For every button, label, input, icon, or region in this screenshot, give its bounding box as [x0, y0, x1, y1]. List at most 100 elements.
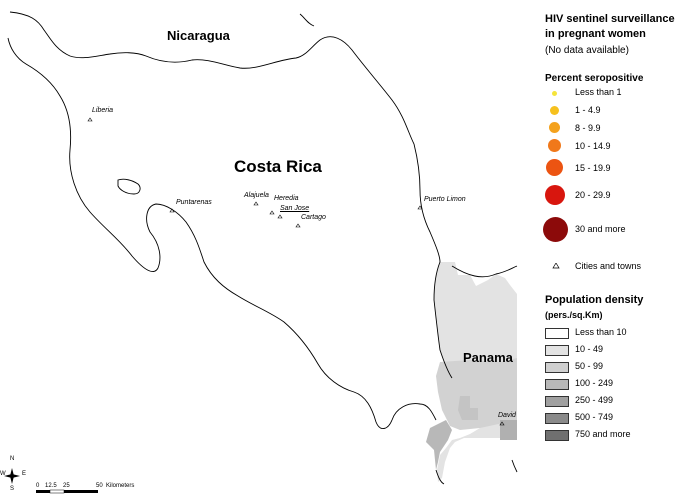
legend-density-row: 500 - 749 — [545, 412, 697, 427]
legend-percent-label: 10 - 14.9 — [575, 141, 611, 151]
label-cartago: Cartago — [301, 214, 326, 221]
legend-density-label: 50 - 99 — [575, 361, 604, 371]
legend-density-swatch-0 — [545, 328, 569, 339]
town-marker-david — [499, 421, 505, 426]
legend-percent-row: 10 - 14.9 — [545, 139, 697, 157]
legend-density-swatch-5 — [545, 413, 569, 424]
north-arrow-e: E — [22, 471, 27, 477]
label-liberia: Liberia — [92, 107, 114, 114]
legend-percent-heading: Percent seropositive — [545, 73, 644, 84]
legend-density-row: 750 and more — [545, 429, 697, 444]
legend-percent-label: Less than 1 — [575, 87, 622, 97]
legend-density-heading: Population density — [545, 294, 644, 306]
label-puerto-limon: Puerto Limon — [424, 196, 466, 203]
legend-density-label: Less than 10 — [575, 327, 627, 337]
town-marker-cartago — [295, 223, 301, 228]
north-arrow-s: S — [10, 486, 15, 492]
town-marker-puerto-limon — [417, 205, 423, 210]
legend-percent-label: 8 - 9.9 — [575, 123, 601, 133]
north-arrow-ew — [4, 474, 20, 478]
scale-seg-2 — [49, 489, 65, 494]
density-area-mid — [436, 358, 517, 430]
label-david: David — [498, 412, 516, 419]
pacific-coastline — [7, 37, 437, 429]
legend-no-data: (No data available) — [545, 45, 629, 56]
legend-density-row: Less than 10 — [545, 327, 697, 342]
nicaragua-coast-north — [299, 13, 315, 27]
legend-percent-row: 20 - 29.9 — [545, 185, 697, 205]
legend-cities-row: Cities and towns — [545, 260, 697, 278]
scale-seg-3 — [64, 490, 98, 493]
legend-percent-row: Less than 1 — [545, 87, 697, 105]
caribbean-coastline — [413, 143, 453, 379]
legend-title-line1: HIV sentinel surveillance — [545, 13, 675, 25]
legend-percent-label: 15 - 19.9 — [575, 163, 611, 173]
legend-dot-1 — [550, 106, 559, 115]
burica-tip — [435, 469, 445, 485]
legend-density-label: 500 - 749 — [575, 412, 614, 422]
scale-tick-1: 12.5 — [45, 483, 57, 489]
label-panama: Panama — [463, 350, 513, 365]
panama-density-area — [426, 262, 517, 482]
label-heredia: Heredia — [274, 195, 299, 202]
legend-dot-3 — [548, 139, 561, 152]
scale-seg-1 — [36, 490, 50, 493]
legend-percent-row: 8 - 9.9 — [545, 121, 697, 139]
town-marker-alajuela — [253, 201, 259, 206]
legend-dot-5 — [545, 185, 565, 205]
label-puntarenas: Puntarenas — [176, 199, 212, 206]
north-arrow — [4, 468, 20, 484]
legend-density-row: 10 - 49 — [545, 344, 697, 359]
north-arrow-w: W — [0, 471, 6, 477]
legend-dot-6 — [543, 217, 568, 242]
panama-border — [451, 265, 518, 278]
coast-fragment — [511, 459, 518, 473]
legend-density-swatch-3 — [545, 379, 569, 390]
legend-percent-label: 1 - 4.9 — [575, 105, 601, 115]
legend-density-row: 250 - 499 — [545, 395, 697, 410]
scale-tick-0: 0 — [36, 483, 40, 489]
scale-bar-graphic — [36, 489, 98, 494]
legend-percent-row: 15 - 19.9 — [545, 159, 697, 177]
label-costa-rica: Costa Rica — [234, 157, 322, 176]
town-marker-san-jose — [277, 214, 283, 219]
label-nicaragua: Nicaragua — [167, 28, 230, 43]
nicaragua-border — [9, 11, 415, 145]
legend-density-row: 50 - 99 — [545, 361, 697, 376]
legend-density-swatch-4 — [545, 396, 569, 407]
scale-tick-2: 25 — [63, 483, 70, 489]
nicoya-island — [117, 178, 141, 195]
legend-density-unit: (pers./sq.Km) — [545, 310, 603, 320]
legend-density-swatch-6 — [545, 430, 569, 441]
legend-title-line2: in pregnant women — [545, 28, 646, 40]
legend-cities-label: Cities and towns — [575, 261, 642, 271]
density-block-a — [458, 396, 478, 420]
legend-density-label: 250 - 499 — [575, 395, 614, 405]
north-arrow-n: N — [10, 456, 15, 462]
town-marker-puntarenas — [169, 208, 175, 213]
legend-density-label: 10 - 49 — [575, 344, 604, 354]
legend-dot-2 — [549, 122, 560, 133]
legend-density-swatch-2 — [545, 362, 569, 373]
density-block-west — [426, 420, 452, 470]
legend-percent-label: 30 and more — [575, 224, 626, 234]
legend-town-marker-icon — [552, 263, 560, 269]
label-alajuela: Alajuela — [244, 192, 269, 199]
town-marker-liberia — [87, 117, 93, 122]
town-markers — [87, 117, 505, 426]
country-outlines — [7, 11, 518, 485]
legend-density-label: 750 and more — [575, 429, 631, 439]
legend-density-label: 100 - 249 — [575, 378, 614, 388]
map-canvas — [4, 11, 518, 494]
legend-density-swatch-1 — [545, 345, 569, 356]
legend-percent-row: 1 - 4.9 — [545, 104, 697, 122]
legend-percent-label: 20 - 29.9 — [575, 190, 611, 200]
legend-density-row: 100 - 249 — [545, 378, 697, 393]
legend-percent-row: 30 and more — [543, 217, 697, 242]
town-marker-heredia — [269, 210, 275, 215]
legend: HIV sentinel surveillance in pregnant wo… — [543, 0, 697, 499]
scale-unit: Kilometers — [106, 483, 135, 489]
legend-dot-4 — [546, 159, 563, 176]
scale-tick-3: 50 — [96, 483, 103, 489]
